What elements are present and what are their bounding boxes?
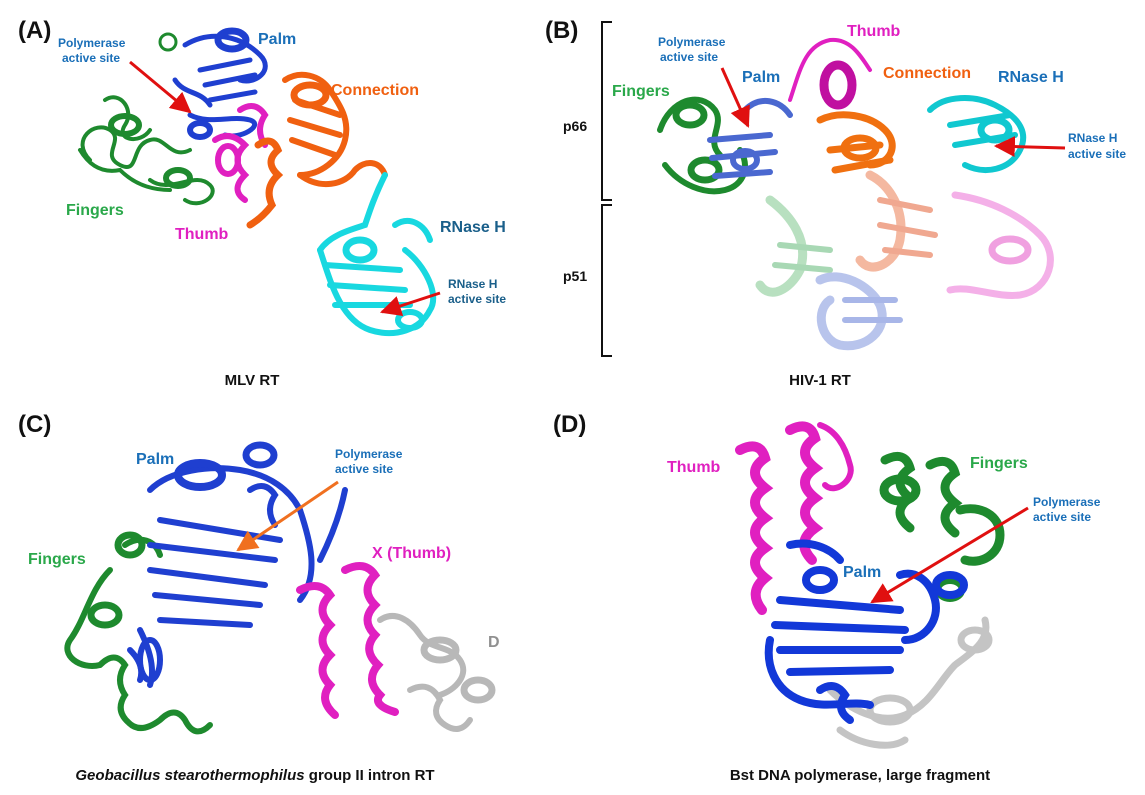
panel-a-title: MLV RT [225, 372, 280, 389]
panel-a-thumb-domain [212, 103, 269, 203]
panel-c-pol-site-label-1: Polymerase [335, 447, 403, 461]
panel-a-connection-label: Connection [331, 82, 419, 99]
panel-c: (C) [18, 411, 500, 784]
panel-d-palm-label: Palm [843, 564, 881, 581]
panel-d-thumb-label: Thumb [667, 459, 721, 476]
panel-a-rnaseh-site-label-1: RNase H [448, 277, 497, 291]
panel-a-palm-domain [172, 27, 268, 140]
panel-b-pol-site-label-2: active site [660, 50, 718, 64]
panel-b-pol-site-label-1: Polymerase [658, 35, 726, 49]
panel-c-palm-label: Palm [136, 451, 174, 468]
panel-c-d-label: D [488, 634, 500, 651]
panel-b-connection-domain [816, 111, 896, 174]
panel-a-rnaseh-domain [317, 172, 437, 337]
panel-b-palm-label: Palm [742, 69, 780, 86]
panel-a-fingers-domain [78, 32, 215, 206]
panel-c-pol-site-label-2: active site [335, 462, 393, 476]
panel-a-fingers-label: Fingers [66, 202, 124, 219]
panel-c-title-italic: Geobacillus stearothermophilus [75, 767, 304, 784]
panel-d-palm-domain [764, 539, 968, 724]
panel-b-connection-label: Connection [883, 65, 971, 82]
panel-b-p66-label: p66 [563, 118, 587, 134]
panel-d-pol-site-label-1: Polymerase [1033, 495, 1101, 509]
panel-b-thumb-domain [788, 37, 872, 110]
panel-c-palm-domain [127, 441, 348, 688]
panel-c-thumb-label: X (Thumb) [372, 545, 451, 562]
panel-a-connection-domain [282, 71, 388, 188]
panel-c-letter: (C) [18, 411, 51, 438]
panel-d-pol-site-label-2: active site [1033, 510, 1091, 524]
panel-d: (D) [553, 411, 1101, 784]
panel-a-letter: (A) [18, 17, 51, 44]
panel-c-d-domain [377, 613, 496, 732]
panel-a: (A) [18, 17, 506, 389]
panel-a-rnaseh-label: RNase H [440, 219, 506, 236]
panel-b-thumb-label: Thumb [847, 23, 901, 40]
panel-b-rnaseh-domain [927, 95, 1027, 173]
panel-b-p66-bracket [601, 21, 612, 201]
panel-b-p51-label: p51 [563, 268, 587, 284]
panel-b-p51-bracket [601, 204, 612, 357]
panel-b-title: HIV-1 RT [789, 372, 851, 389]
panel-c-fingers-domain [64, 531, 213, 735]
panel-b-pol-site-arrow [720, 67, 750, 128]
panel-d-title: Bst DNA polymerase, large fragment [730, 767, 990, 784]
panel-d-fingers-label: Fingers [970, 455, 1028, 472]
panel-d-gray-domain [826, 616, 993, 749]
panel-b-rnaseh-site-label-2: active site [1068, 147, 1126, 161]
panel-a-pol-site-label-2: active site [62, 51, 120, 65]
panel-a-palm-label: Palm [258, 31, 296, 48]
panel-a-rnaseh-site-label-2: active site [448, 292, 506, 306]
panel-b-letter: (B) [545, 17, 578, 44]
panel-b-palm-domain [707, 98, 793, 179]
panel-d-letter: (D) [553, 411, 586, 438]
panel-c-title-rest: group II intron RT [305, 767, 435, 784]
panel-b: (B) p66 p51 [545, 17, 1126, 389]
panel-c-pol-site-arrow [236, 480, 339, 552]
panel-c-fingers-label: Fingers [28, 551, 86, 568]
panel-a-rnaseh-site-arrow [380, 291, 441, 317]
panel-b-rnaseh-site-arrow [993, 136, 1066, 158]
panel-d-fingers-domain [879, 451, 1005, 602]
panel-d-thumb-domain [735, 421, 854, 615]
panel-d-pol-site-arrow [870, 506, 1029, 604]
panel-a-pol-site-arrow [129, 60, 192, 114]
panel-c-title: Geobacillus stearothermophilus group II … [75, 767, 434, 784]
panel-a-connection-helix [246, 137, 284, 229]
panel-b-rnaseh-label: RNase H [998, 69, 1064, 86]
panel-a-thumb-label: Thumb [175, 226, 229, 243]
panel-b-p51-subunit [755, 170, 1054, 351]
panel-c-thumb-domain [296, 562, 399, 719]
panel-a-pol-site-label-1: Polymerase [58, 36, 126, 50]
panel-b-rnaseh-site-label-1: RNase H [1068, 131, 1117, 145]
panel-b-fingers-label: Fingers [612, 83, 670, 100]
